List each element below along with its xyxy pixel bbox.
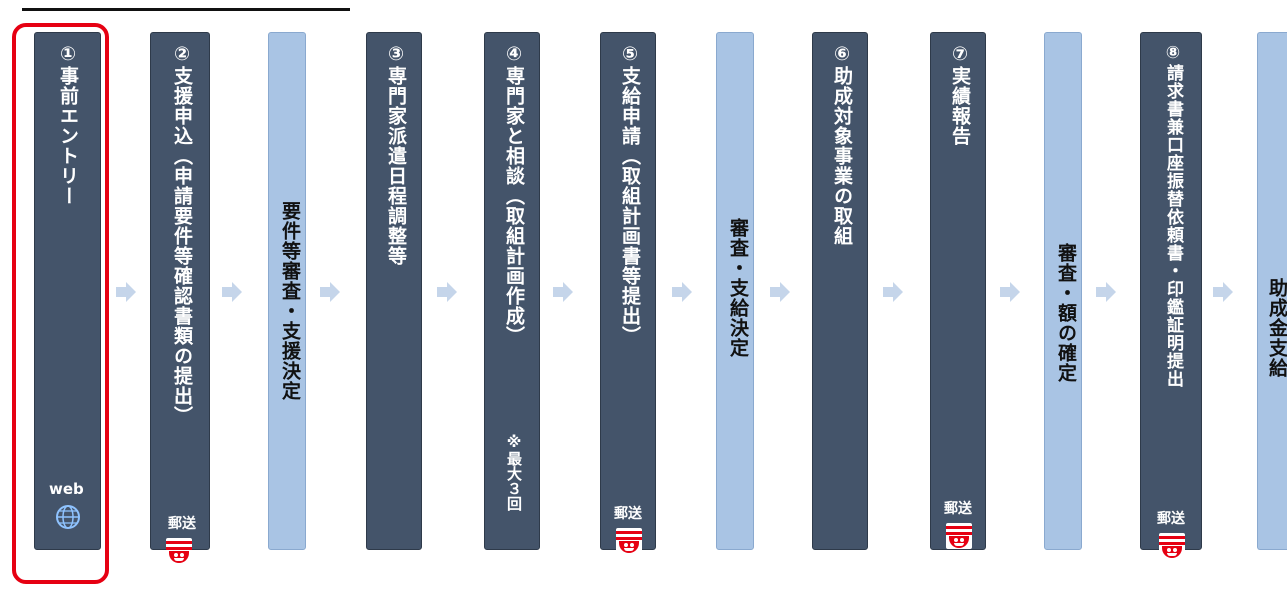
flow-arrow-head xyxy=(1223,282,1233,302)
step-7-title: ⑦実績報告 xyxy=(949,43,971,146)
step-review-grant-decision[interactable]: 審査・支給決定 xyxy=(716,32,754,550)
step-6-title: ⑥助成対象事業の取組 xyxy=(831,43,853,246)
mail-badge: 郵送 xyxy=(168,516,196,532)
step-2-title: ②支援申込（申請要件等確認書類の提出） xyxy=(171,43,193,426)
flow-arrow xyxy=(1000,287,1010,297)
step-grant-payment-title: 助成金支給 xyxy=(1266,278,1287,378)
step-3-scheduling[interactable]: ③専門家派遣日程調整等 xyxy=(366,32,422,550)
step-review-grant-decision-title: 審査・支給決定 xyxy=(727,218,749,358)
step-8-title: ⑧請求書兼口座振替依頼書・印鑑証明提出 xyxy=(1163,43,1183,388)
step-4-note: ※最大３回 xyxy=(505,433,523,511)
flow-arrow xyxy=(1096,287,1106,297)
post-office-mark-icon xyxy=(946,523,972,549)
step-4-consultation[interactable]: ④専門家と相談（取組計画作成） ※最大３回 xyxy=(484,32,540,550)
step-7-performance-report[interactable]: ⑦実績報告 郵送 xyxy=(930,32,986,550)
step-review-decision[interactable]: 要件等審査・支援決定 xyxy=(268,32,306,550)
flow-arrow-head xyxy=(1106,282,1116,302)
flow-arrow-head xyxy=(893,282,903,302)
current-step-highlight xyxy=(12,23,109,584)
web-badge: web xyxy=(49,480,84,498)
step-1-title: ①事前エントリー xyxy=(57,43,79,206)
flow-arrow xyxy=(116,287,126,297)
step-grant-payment[interactable]: 助成金支給 xyxy=(1257,32,1287,550)
flow-arrow xyxy=(437,287,447,297)
mail-badge: 郵送 xyxy=(614,506,642,522)
step-5-title: ⑤支給申請（取組計画書等提出） xyxy=(619,43,641,346)
flow-arrow-head xyxy=(232,282,242,302)
post-office-mark-icon xyxy=(1159,533,1185,559)
flow-arrow xyxy=(222,287,232,297)
step-6-project-work[interactable]: ⑥助成対象事業の取組 xyxy=(812,32,868,550)
top-rule xyxy=(22,8,350,11)
step-4-title: ④専門家と相談（取組計画作成） xyxy=(503,43,525,346)
flow-arrow-head xyxy=(780,282,790,302)
step-5-grant-application[interactable]: ⑤支給申請（取組計画書等提出） 郵送 xyxy=(600,32,656,554)
post-office-mark-icon xyxy=(616,528,642,554)
flow-arrow-head xyxy=(563,282,573,302)
flow-arrow xyxy=(320,287,330,297)
globe-icon xyxy=(56,505,80,529)
step-review-decision-title: 要件等審査・支援決定 xyxy=(279,201,301,401)
flow-arrow xyxy=(672,287,682,297)
step-1-entry[interactable]: ①事前エントリー web xyxy=(34,32,101,550)
step-2-application[interactable]: ②支援申込（申請要件等確認書類の提出） 郵送 xyxy=(150,32,210,564)
step-8-invoice-submission[interactable]: ⑧請求書兼口座振替依頼書・印鑑証明提出 郵送 xyxy=(1140,32,1202,559)
post-office-mark-icon xyxy=(166,538,192,564)
mail-badge: 郵送 xyxy=(944,501,972,517)
flow-arrow-head xyxy=(330,282,340,302)
flow-arrow xyxy=(770,287,780,297)
step-review-amount[interactable]: 審査・額の確定 xyxy=(1044,32,1082,550)
flow-arrow-head xyxy=(1010,282,1020,302)
flow-arrow xyxy=(553,287,563,297)
flow-arrow xyxy=(883,287,893,297)
flow-arrow-head xyxy=(126,282,136,302)
flow-arrow-head xyxy=(447,282,457,302)
step-review-amount-title: 審査・額の確定 xyxy=(1055,243,1077,383)
step-3-title: ③専門家派遣日程調整等 xyxy=(385,43,407,266)
flow-arrow-head xyxy=(682,282,692,302)
mail-badge: 郵送 xyxy=(1157,511,1185,527)
flow-arrow xyxy=(1213,287,1223,297)
